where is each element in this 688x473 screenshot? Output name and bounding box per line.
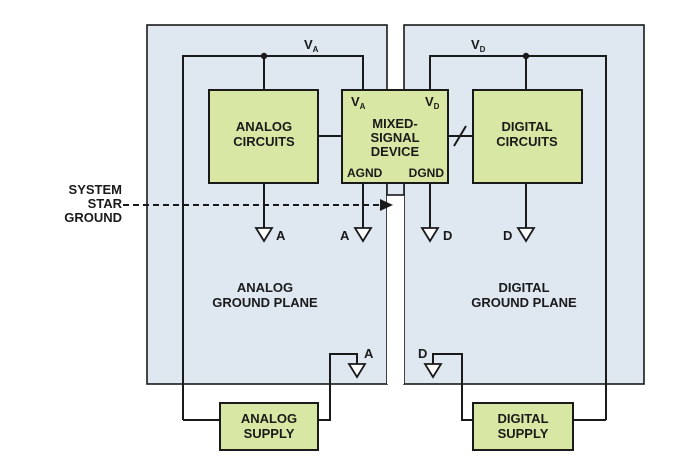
ground-icon-analog-supply	[347, 363, 367, 379]
ground-letter-agnd: A	[340, 228, 350, 243]
ground-icon-agnd	[353, 227, 373, 243]
analog-supply-label-1: ANALOG	[241, 411, 297, 426]
va-rail	[182, 55, 364, 420]
digital-plane-label-2: GROUND PLANE	[471, 295, 577, 310]
ground-letter-dgnd: D	[443, 228, 452, 243]
va-rail-label: VA	[304, 37, 319, 54]
vd-junction	[522, 52, 530, 60]
ground-letter-digital-supply: D	[418, 346, 427, 361]
digital-plane-label-1: DIGITAL	[498, 280, 549, 295]
mixed-signal-label-2: SIGNAL	[370, 130, 419, 145]
star-ground-arrowhead	[380, 199, 393, 211]
analog-plane-label-2: GROUND PLANE	[212, 295, 318, 310]
digital-supply-label-1: DIGITAL	[497, 411, 548, 426]
star-ground-label-2: STAR	[88, 196, 123, 211]
digital-supply-return	[432, 353, 473, 421]
analog-plane-label-1: ANALOG	[237, 280, 293, 295]
analog-supply-block	[219, 402, 319, 451]
ground-letter-digital-circuits: D	[503, 228, 512, 243]
ground-icon-dgnd	[420, 227, 440, 243]
dgnd-pin-label: DGND	[409, 166, 445, 180]
va-pin-label: VA	[351, 94, 366, 111]
digital-ground-plane	[403, 24, 645, 385]
analog-supply-return	[318, 353, 358, 421]
vd-rail	[429, 55, 607, 420]
analog-circuits-label-1: ANALOG	[236, 119, 292, 134]
star-ground-label-1: SYSTEM	[69, 182, 122, 197]
va-junction	[260, 52, 268, 60]
analog-circuits-label-2: CIRCUITS	[233, 134, 295, 149]
star-ground-bridge	[386, 182, 405, 196]
analog-supply-label-2: SUPPLY	[244, 426, 295, 441]
ground-icon-digital-circuits	[516, 227, 536, 243]
bus-slash	[453, 125, 467, 147]
digital-circuits-block	[472, 89, 583, 184]
agnd-pin-label: AGND	[347, 166, 383, 180]
digital-supply-label-2: SUPPLY	[498, 426, 549, 441]
mixed-signal-label-1: MIXED-	[372, 116, 418, 131]
ground-icon-analog-circuits	[254, 227, 274, 243]
star-ground-label-3: GROUND	[64, 210, 122, 225]
ground-letter-analog-supply: A	[364, 346, 374, 361]
mixed-signal-device-block	[341, 89, 449, 184]
vd-pin-label: VD	[425, 94, 440, 111]
vd-rail-label: VD	[471, 37, 486, 54]
ground-icon-digital-supply	[423, 363, 443, 379]
ground-letter-analog-circuits: A	[276, 228, 286, 243]
digital-circuits-label-1: DIGITAL	[501, 119, 552, 134]
analog-circuits-block	[208, 89, 319, 184]
digital-supply-block	[472, 402, 574, 451]
mixed-signal-label-3: DEVICE	[371, 144, 420, 159]
digital-circuits-label-2: CIRCUITS	[496, 134, 558, 149]
